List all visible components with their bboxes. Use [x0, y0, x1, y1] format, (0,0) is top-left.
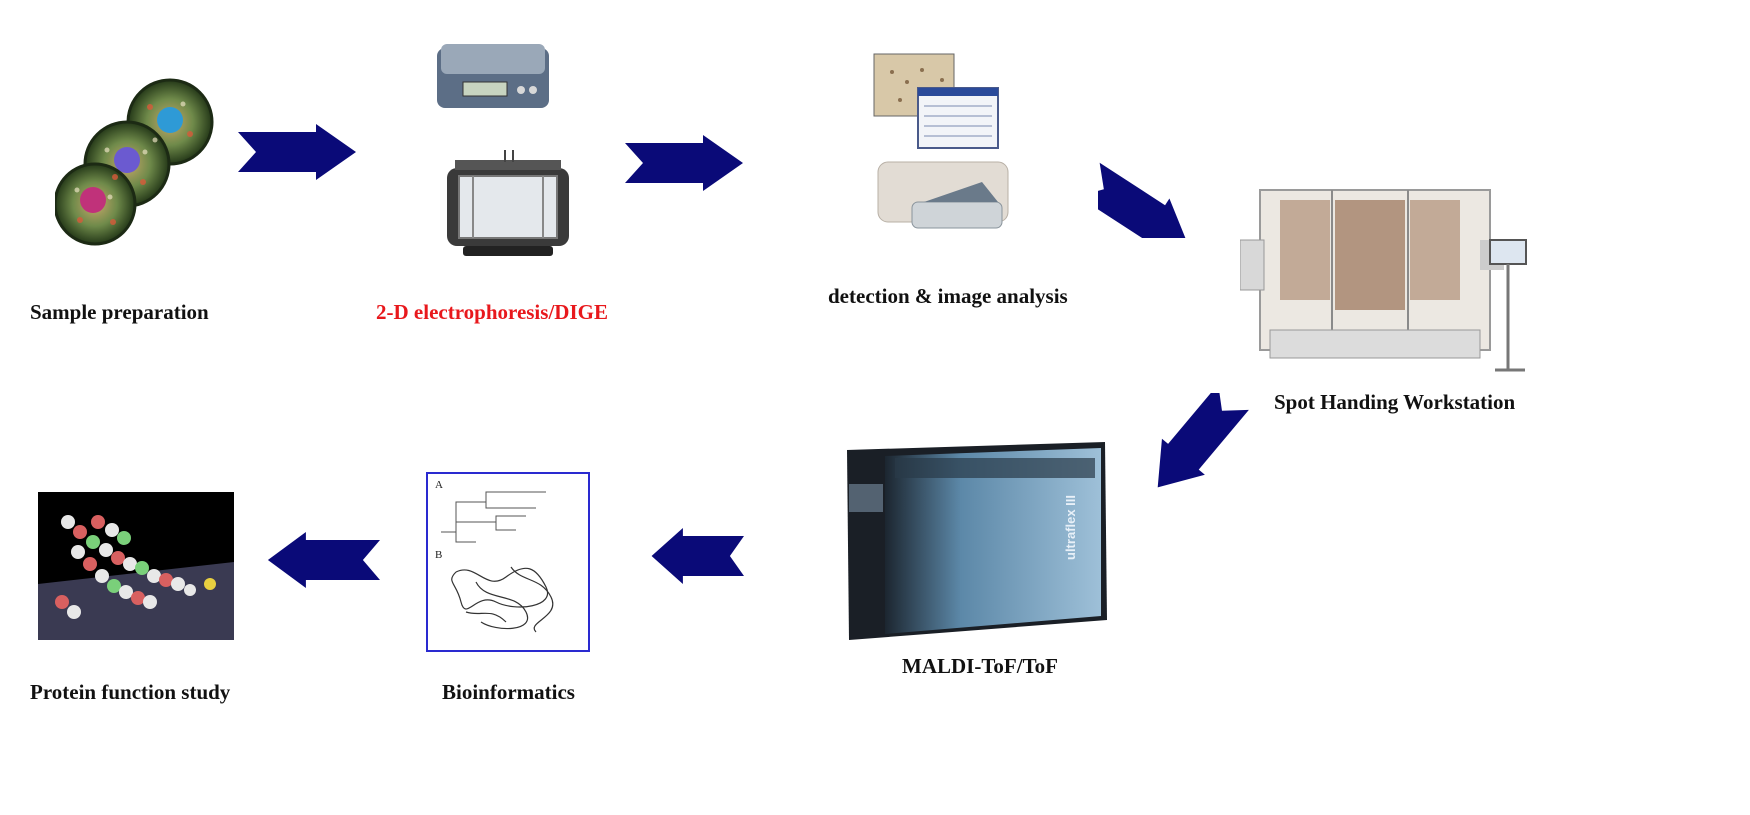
step-label-sample-preparation: Sample preparation	[30, 300, 209, 324]
workstation-image	[1240, 180, 1540, 375]
electrophoresis-device-image	[433, 38, 553, 118]
protein-model-image	[38, 492, 234, 640]
phylogeny-structure-figure: A B	[426, 472, 590, 652]
panel-b-label: B	[435, 549, 442, 561]
flow-arrow-icon	[650, 528, 744, 584]
flow-arrow-icon	[1098, 148, 1218, 238]
step-label-bioinformatics: Bioinformatics	[442, 680, 575, 704]
step-label-spot-handling: Spot Handing Workstation	[1274, 390, 1516, 414]
flow-arrow-icon	[1157, 393, 1257, 498]
step-label-electrophoresis: 2-D electrophoresis/DIGE	[376, 300, 608, 324]
step-label-maldi: MALDI-ToF/ToF	[902, 654, 1058, 678]
flow-arrow-icon	[238, 124, 358, 180]
step-label-detection: detection & image analysis	[828, 284, 1068, 308]
flow-arrow-icon	[625, 135, 745, 191]
panel-a-label: A	[435, 479, 443, 491]
flow-arrow-icon	[266, 532, 380, 588]
step-label-protein-function: Protein function study	[30, 680, 231, 704]
cells-image	[55, 72, 215, 252]
maldi-brand-text: ultraflex III	[1063, 495, 1078, 560]
maldi-instrument-image: ultraflex III	[845, 440, 1110, 650]
scanner-image	[872, 52, 1012, 237]
gel-tank-image	[443, 150, 573, 260]
